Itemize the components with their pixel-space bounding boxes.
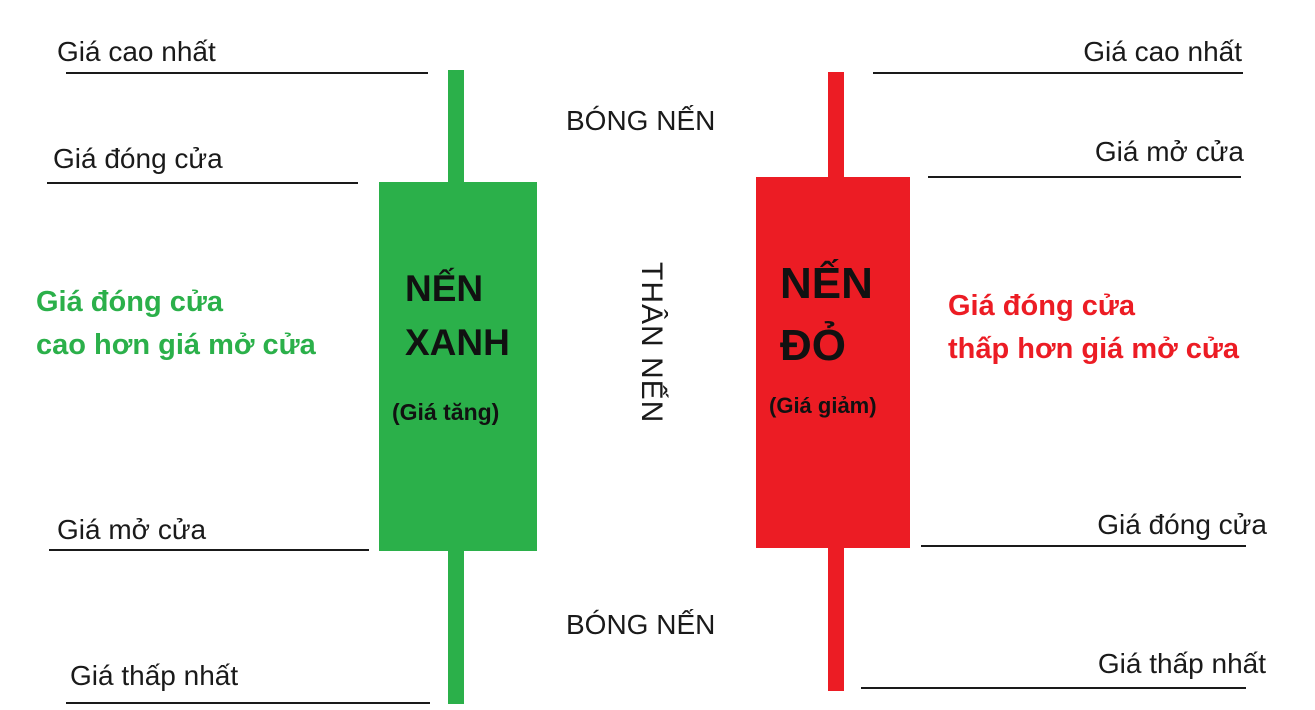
green-candle-title: NẾN XANH xyxy=(405,262,510,370)
red-candle-subtitle: (Giá giảm) xyxy=(769,393,877,418)
green-candle-subtitle: (Giá tăng) xyxy=(392,399,500,425)
red-low-label: Giá thấp nhất xyxy=(1097,648,1266,679)
green-description-line1: Giá đóng cửa xyxy=(36,286,223,318)
red-candle-title: NẾN ĐỎ xyxy=(780,253,873,377)
lower-shadow-label: BÓNG NẾN xyxy=(566,609,716,640)
red-description-line1: Giá đóng cửa xyxy=(948,290,1135,322)
red-description: Giá đóng cửa thấp hơn giá mở cửa xyxy=(948,285,1239,371)
green-candle-body xyxy=(379,182,537,551)
red-high-label: Giá cao nhất xyxy=(1083,36,1242,67)
red-candle-title-line1: NẾN xyxy=(780,259,873,308)
green-close-line xyxy=(47,182,358,184)
red-upper-wick xyxy=(828,72,844,180)
candle-body-label: THÂN NẾN xyxy=(635,262,668,424)
green-description-line2: cao hơn giá mở cửa xyxy=(36,329,316,361)
green-low-line xyxy=(66,702,430,704)
red-candle-title-line2: ĐỎ xyxy=(780,321,846,370)
red-high-line xyxy=(873,72,1243,74)
red-close-label: Giá đóng cửa xyxy=(1097,509,1267,540)
green-close-label: Giá đóng cửa xyxy=(53,143,223,174)
green-candle-title-line2: XANH xyxy=(405,322,510,363)
red-open-line xyxy=(928,176,1241,178)
green-high-label: Giá cao nhất xyxy=(57,36,216,67)
red-candle-body xyxy=(756,177,910,548)
red-description-line2: thấp hơn giá mở cửa xyxy=(948,333,1240,365)
green-upper-wick xyxy=(448,70,464,185)
green-low-label: Giá thấp nhất xyxy=(70,660,239,691)
green-candle-title-line1: NẾN xyxy=(405,268,484,309)
green-high-line xyxy=(66,72,428,74)
red-lower-wick xyxy=(828,545,844,691)
red-open-label: Giá mở cửa xyxy=(1094,136,1244,167)
green-open-label: Giá mở cửa xyxy=(57,514,207,545)
green-lower-wick xyxy=(448,548,464,704)
upper-shadow-label: BÓNG NẾN xyxy=(566,105,716,136)
green-open-line xyxy=(49,549,369,551)
red-close-line xyxy=(921,545,1246,547)
red-low-line xyxy=(861,687,1246,689)
green-description: Giá đóng cửa cao hơn giá mở cửa xyxy=(36,281,316,367)
